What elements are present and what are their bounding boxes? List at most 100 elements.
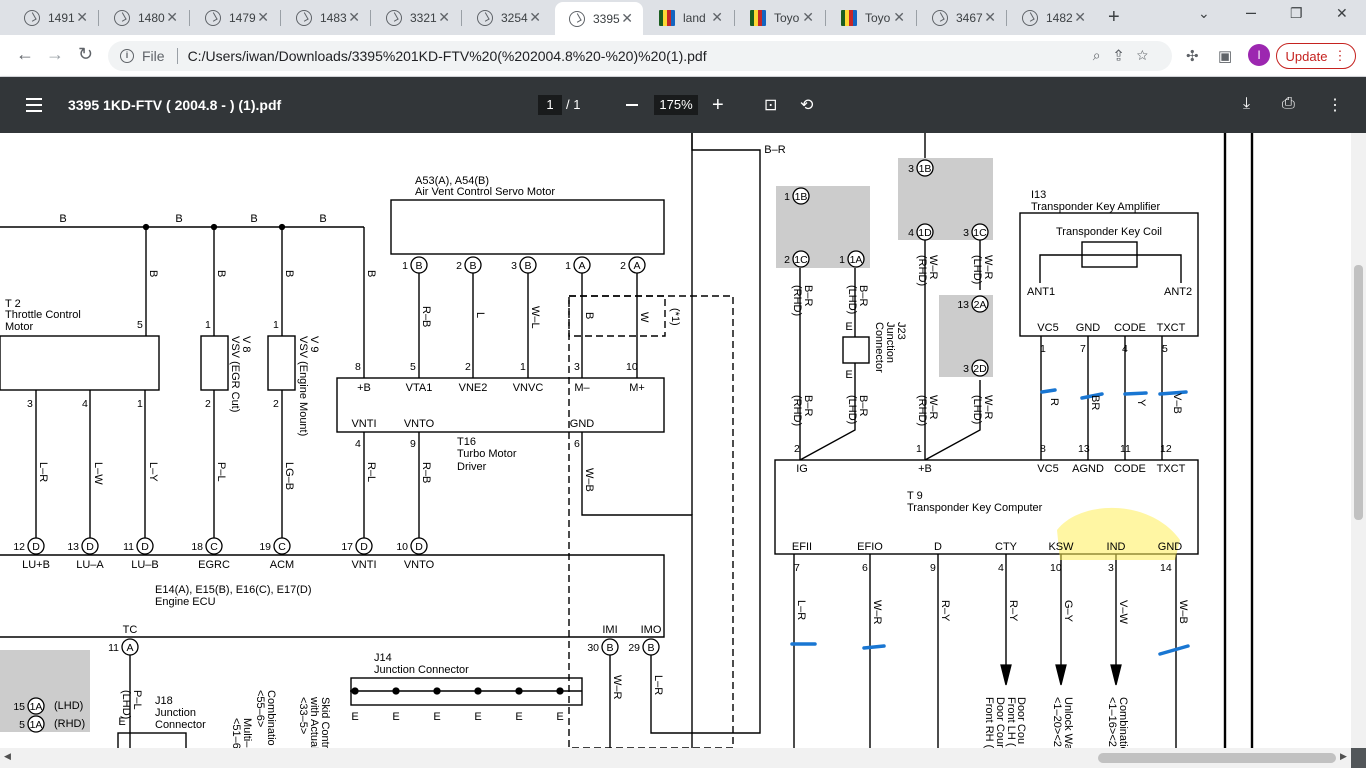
info-icon[interactable]: i	[120, 49, 134, 63]
connector-letter: 1A	[30, 701, 43, 713]
diagram-label: VC5	[1037, 322, 1058, 334]
pdf-page[interactable]: A53(A), A54(B)Air Vent Control Servo Mot…	[0, 133, 1351, 748]
diagram-label: W–B	[583, 468, 595, 492]
tab-label: 3467	[956, 10, 983, 25]
rotate-icon[interactable]: ⟲	[800, 97, 814, 114]
diagram-label: Junction	[155, 707, 196, 719]
diagram-label: B	[147, 270, 159, 277]
vertical-scroll-thumb[interactable]	[1354, 265, 1363, 520]
tab-label: 1483	[320, 10, 347, 25]
tab-11[interactable]: 1482✕	[1008, 4, 1096, 31]
tab-0[interactable]: 1491✕	[10, 4, 98, 31]
connector-letter: 1C	[973, 227, 987, 239]
tab-close-icon[interactable]: ✕	[1074, 9, 1086, 25]
diagram-label: ACM	[270, 559, 294, 571]
vertical-scrollbar[interactable]	[1351, 133, 1366, 748]
diagram-label: J23	[895, 322, 907, 340]
minimize-button[interactable]: –	[1246, 2, 1257, 22]
forward-button[interactable]: →	[46, 44, 64, 64]
tab-8[interactable]: Toyo✕	[736, 4, 824, 31]
zoom-icon[interactable]: ⌕	[1092, 47, 1115, 63]
close-window-button[interactable]: ✕	[1336, 5, 1348, 21]
pin-number: 3	[511, 260, 517, 272]
tab-search-icon[interactable]: ⌄	[1198, 5, 1210, 21]
extensions-icon[interactable]: ✣	[1186, 48, 1199, 65]
diagram-label: B–R	[857, 285, 869, 306]
tab-4[interactable]: 3321✕	[372, 4, 460, 31]
tab-close-icon[interactable]: ✕	[621, 10, 633, 26]
share-icon[interactable]: ⇪	[1114, 47, 1137, 63]
print-icon[interactable]: ⎙	[1282, 95, 1295, 112]
connector-pin	[410, 256, 428, 274]
diagram-label: E	[515, 711, 522, 723]
tab-close-icon[interactable]: ✕	[802, 9, 814, 25]
tab-10[interactable]: 3467✕	[918, 4, 1006, 31]
diagram-label: W–B	[1177, 600, 1189, 624]
connector-pin	[519, 256, 537, 274]
zoom-input[interactable]: 175%	[654, 95, 698, 115]
diagram-label: IG	[796, 463, 808, 475]
diagram-label: Door Cou	[1015, 697, 1027, 744]
tab-close-icon[interactable]: ✕	[348, 9, 360, 25]
connector-pin	[136, 537, 154, 555]
tab-9[interactable]: Toyo✕	[827, 4, 915, 31]
junction-dot	[392, 687, 400, 695]
more-actions-icon[interactable]: ⋮	[1327, 97, 1343, 114]
tab-6[interactable]: 3395✕	[555, 2, 643, 35]
tab-close-icon[interactable]: ✕	[984, 9, 996, 25]
update-button[interactable]: Update⋮	[1276, 43, 1356, 69]
diagram-label: IMO	[641, 624, 662, 636]
download-icon[interactable]: ⤓	[1243, 95, 1251, 112]
tab-close-icon[interactable]: ✕	[711, 9, 723, 25]
zoom-in-icon[interactable]: +	[712, 94, 724, 116]
diagram-label: E	[845, 321, 852, 333]
tab-close-icon[interactable]: ✕	[438, 9, 450, 25]
side-panel-icon[interactable]: ▣	[1218, 48, 1233, 65]
url-text[interactable]: C:/Users/iwan/Downloads/3395%201KD-FTV%2…	[187, 48, 707, 64]
tab-2[interactable]: 1479✕	[191, 4, 279, 31]
tab-label: 3254	[501, 10, 528, 25]
address-bar[interactable]: i File C:/Users/iwan/Downloads/3395%201K…	[108, 41, 1172, 71]
scroll-left-icon[interactable]: ◀	[4, 751, 11, 761]
omnibox-divider	[176, 48, 178, 64]
tab-close-icon[interactable]: ✕	[893, 9, 905, 25]
restore-button[interactable]: ❐	[1290, 5, 1303, 21]
connector-letter: B	[524, 260, 531, 272]
diagram-label: KSW	[1048, 541, 1074, 553]
more-vert-icon: ⋮	[1333, 48, 1347, 63]
zoom-out-icon[interactable]	[626, 104, 638, 106]
tab-close-icon[interactable]: ✕	[166, 9, 178, 25]
page-number-input[interactable]: 1	[538, 95, 562, 115]
tab-7[interactable]: land✕	[645, 4, 733, 31]
tab-close-icon[interactable]: ✕	[529, 9, 541, 25]
diagram-label: Front LH (	[1005, 697, 1017, 747]
profile-avatar[interactable]: I	[1248, 44, 1270, 66]
browser-toolbar: ← → ↻ i File C:/Users/iwan/Downloads/339…	[0, 35, 1366, 77]
pin-number: 4	[355, 438, 361, 450]
pin-number: 2	[620, 260, 626, 272]
tab-3[interactable]: 1483✕	[282, 4, 370, 31]
tab-close-icon[interactable]: ✕	[257, 9, 269, 25]
scroll-right-icon[interactable]: ▶	[1340, 751, 1347, 761]
diagram-label: L–R	[652, 675, 664, 695]
horizontal-scroll-thumb[interactable]	[1098, 753, 1336, 763]
globe-icon	[932, 9, 948, 26]
flag-icon	[750, 9, 766, 26]
horizontal-scrollbar[interactable]: ◀ ▶	[0, 748, 1351, 768]
tab-1[interactable]: 1480✕	[100, 4, 188, 31]
tab-5[interactable]: 3254✕	[463, 4, 551, 31]
connector-letter: B	[606, 642, 613, 654]
back-button[interactable]: ←	[16, 44, 34, 64]
fit-page-icon[interactable]: ⊡	[764, 97, 778, 114]
bookmark-star-icon[interactable]: ☆	[1136, 47, 1162, 63]
reload-button[interactable]: ↻	[78, 44, 94, 64]
new-tab-button[interactable]: +	[1108, 6, 1120, 28]
tab-close-icon[interactable]: ✕	[76, 9, 88, 25]
pin-number: 12	[13, 541, 25, 553]
pin-number: 3	[963, 227, 969, 239]
diagram-label: (RHD)	[791, 395, 803, 426]
diagram-label: R–B	[420, 462, 432, 483]
menu-icon[interactable]	[26, 98, 42, 112]
pin-number: 6	[862, 562, 868, 574]
connector-letter: D	[32, 541, 40, 553]
